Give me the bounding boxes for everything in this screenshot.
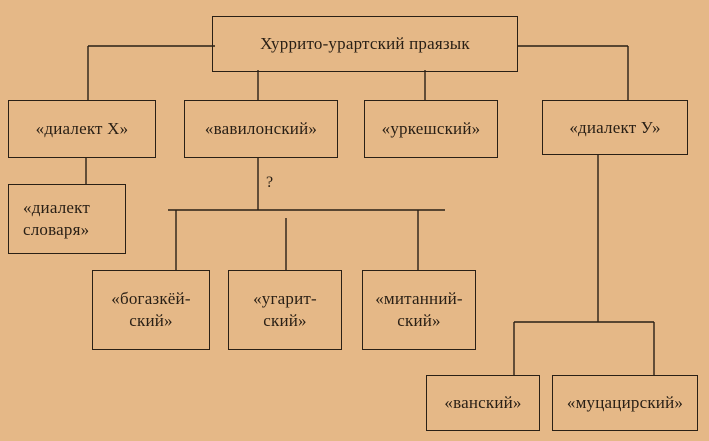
node-ugarit: «угарит- ский» <box>228 270 342 350</box>
node-mutsatsir: «муцацирский» <box>552 375 698 431</box>
dialect-x-label: «диалект X» <box>35 119 129 138</box>
urkesh-label: «уркешский» <box>381 119 481 138</box>
node-dialect-u: «диалект У» <box>542 100 688 155</box>
babylonian-label: «вавилонский» <box>204 119 318 138</box>
dictionary-dialect-label: «диалект словаря» <box>23 198 91 239</box>
root-label: Хуррито-урартский праязык <box>260 34 470 53</box>
uncertain-mark: ? <box>266 174 274 191</box>
ugarit-label: «угарит- ский» <box>253 289 317 330</box>
node-dictionary-dialect: «диалект словаря» <box>8 184 126 254</box>
mitanni-label: «митанний- ский» <box>375 289 463 330</box>
node-dialect-x: «диалект X» <box>8 100 156 158</box>
node-mitanni: «митанний- ский» <box>362 270 476 350</box>
node-bogazkoy: «богазкёй- ский» <box>92 270 210 350</box>
dialect-u-label: «диалект У» <box>569 117 661 137</box>
van-label: «ванский» <box>444 393 522 412</box>
node-urkesh: «уркешский» <box>364 100 498 158</box>
mutsatsir-label: «муцацирский» <box>566 393 684 412</box>
root-node: Хуррито-урартский праязык <box>212 16 518 72</box>
node-van: «ванский» <box>426 375 540 431</box>
bogazkoy-label: «богазкёй- ский» <box>111 289 191 330</box>
node-babylonian: «вавилонский» <box>184 100 338 158</box>
